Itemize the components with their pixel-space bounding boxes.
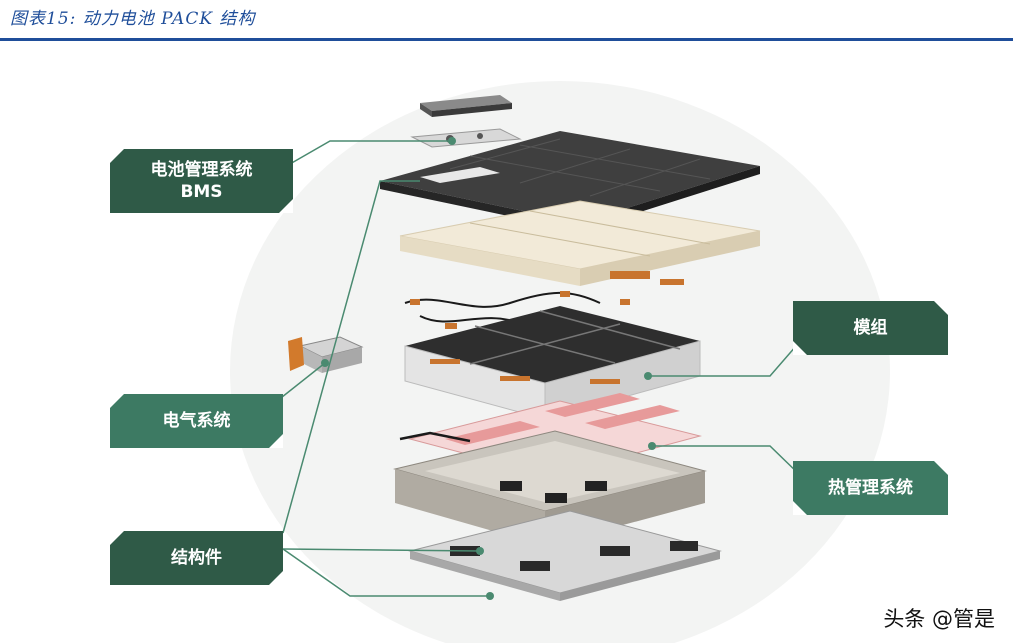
leader-dots (321, 137, 656, 600)
label-electrical: 电气系统 (110, 394, 283, 448)
electrical-box (288, 336, 364, 373)
label-thermal: 热管理系统 (793, 461, 948, 515)
figure-caption: 图表15: 动力电池 PACK 结构 (10, 9, 256, 29)
label-structure-text: 结构件 (171, 548, 222, 568)
label-structure: 结构件 (110, 531, 283, 585)
bms-controller-unit (420, 95, 512, 117)
insulation-layer (399, 200, 761, 286)
bms-leader (282, 140, 452, 169)
label-module: 模组 (793, 301, 948, 355)
pack-exploded-illustration (230, 81, 890, 643)
label-bms-line2: BMS (180, 182, 223, 202)
watermark: 头条 @管是 (883, 607, 995, 631)
battery-tray (393, 430, 707, 546)
label-bms-line1: 电池管理系统 (150, 160, 253, 180)
structure-leader-bottom (282, 548, 490, 597)
battery-modules (404, 306, 701, 420)
structure-leader-mid (282, 548, 481, 552)
label-module-text: 模组 (853, 318, 888, 338)
pack-diagram: 电池管理系统 BMS 电气系统 结构件 模组 热管理系统 (0, 41, 1013, 643)
label-electrical-text: 电气系统 (162, 411, 231, 431)
leader-lines (271, 140, 804, 597)
busbar-connectors (410, 291, 630, 329)
module-leader (648, 337, 804, 377)
structure-leader-top (282, 180, 420, 534)
thermal-leader (652, 445, 804, 479)
caption-rule (0, 38, 1013, 41)
label-bms: 电池管理系统 BMS (110, 149, 293, 213)
bottom-plate (408, 510, 722, 601)
label-thermal-text: 热管理系统 (828, 478, 913, 498)
